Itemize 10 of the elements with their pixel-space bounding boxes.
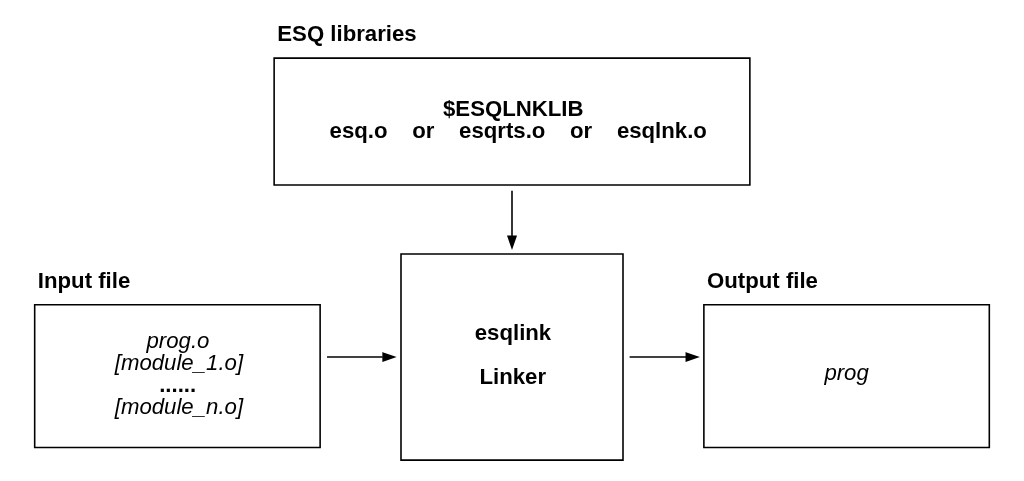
node-box: $ESQLNKLIB esq.o or esqrts.o or esqlnk.o	[273, 57, 751, 186]
node-label: ESQ libraries	[277, 21, 417, 47]
arrow	[628, 352, 700, 363]
node-box: prog.o [module_1.o] ...... [module_n.o]	[33, 303, 321, 449]
arrow	[507, 189, 517, 250]
arrow	[326, 352, 397, 363]
node-label: Output file	[707, 267, 818, 293]
node-label: Input file	[37, 267, 131, 293]
node-box: esqlink Linker	[400, 253, 624, 461]
node-box: prog	[703, 303, 991, 449]
